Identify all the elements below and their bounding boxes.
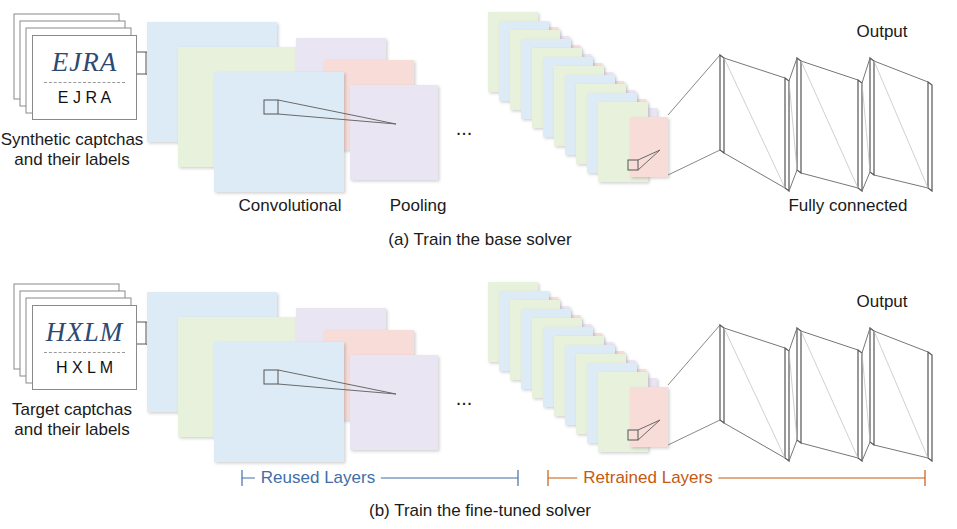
fc-connection [801, 331, 858, 458]
fc-connection [724, 153, 785, 188]
feature-map [630, 387, 668, 447]
subfigure-caption: (b) Train the fine-tuned solver [369, 501, 591, 521]
bracket-tick [547, 470, 548, 486]
captcha-label: E J R A [44, 82, 124, 107]
ellipsis: ... [456, 386, 473, 410]
layer-name: Convolutional [238, 196, 341, 216]
fc-connection [724, 423, 785, 458]
fc-connection [724, 58, 785, 78]
projection-line [278, 384, 396, 394]
projection-line [638, 420, 660, 430]
fc-layer [720, 55, 724, 153]
fc-connection [862, 328, 870, 353]
pool-map [350, 85, 438, 180]
input-caption: Target captchas and their labels [0, 400, 147, 441]
projection-line [278, 114, 396, 124]
bracket-label: Reused Layers [255, 468, 381, 488]
output-label: Output [856, 292, 907, 312]
fc-layer [797, 328, 801, 443]
fc-connection [801, 61, 858, 80]
projection-line [668, 325, 720, 385]
fc-layer [785, 78, 789, 191]
projection-line [668, 150, 720, 175]
kernel-square [264, 100, 278, 114]
fc-connection [789, 351, 797, 440]
kernel-square [628, 160, 638, 170]
fc-connection [801, 443, 858, 458]
fc-layer [858, 80, 862, 191]
fc-connection [874, 61, 928, 82]
fc-connection [724, 328, 785, 458]
projection-line [638, 150, 660, 170]
feature-map [630, 117, 668, 177]
kernel-square [264, 370, 278, 384]
fc-connection [724, 58, 785, 188]
fc-connection [862, 83, 870, 172]
fc-connection [789, 170, 797, 191]
captcha-image-text: EJRA [52, 47, 117, 82]
fc-connection [874, 445, 928, 458]
network-row [14, 12, 932, 192]
ellipsis: ... [456, 116, 473, 140]
kernel-square [628, 430, 638, 440]
captcha-card: EJRAE J R A [32, 35, 137, 120]
fc-connection [789, 328, 797, 351]
projection-line [278, 100, 396, 124]
bracket-tick [241, 470, 242, 486]
bracket-label: Retrained Layers [577, 468, 718, 488]
fc-connection [862, 353, 870, 442]
fc-connection [789, 58, 797, 81]
pool-map [350, 355, 438, 450]
captcha-card: HXLMH X L M [32, 305, 137, 390]
fc-layer [928, 82, 932, 191]
fc-layer [870, 58, 874, 175]
fc-layer [870, 328, 874, 445]
fc-layer [797, 58, 801, 173]
fc-connection [801, 173, 858, 188]
captcha-label: H X L M [44, 352, 124, 377]
input-caption: Synthetic captchas and their labels [0, 130, 147, 171]
fc-connection [789, 81, 797, 170]
layer-name: Fully connected [788, 196, 907, 216]
bracket-tick [517, 470, 518, 486]
fc-connection [862, 172, 870, 191]
network-row [14, 282, 932, 462]
bracket-tick [924, 470, 925, 486]
conv-map [214, 342, 344, 462]
fc-connection [874, 175, 928, 188]
projection-line [668, 420, 720, 445]
fc-layer [928, 352, 932, 461]
fc-connection [724, 328, 785, 348]
fc-connection [789, 440, 797, 461]
layer-name: Pooling [390, 196, 447, 216]
projection-line [638, 420, 660, 440]
fc-connection [801, 331, 858, 350]
fc-connection [874, 331, 928, 352]
fc-connection [862, 58, 870, 83]
output-label: Output [856, 22, 907, 42]
fc-connection [801, 61, 858, 188]
fc-layer [785, 348, 789, 461]
fc-connection [862, 442, 870, 461]
captcha-image-text: HXLM [46, 317, 124, 352]
subfigure-caption: (a) Train the base solver [388, 230, 571, 250]
conv-map [214, 72, 344, 192]
projection-line [638, 150, 660, 160]
fc-connection [874, 331, 928, 458]
projection-line [668, 55, 720, 115]
fc-layer [720, 325, 724, 423]
projection-line [278, 370, 396, 394]
fc-connection [874, 61, 928, 188]
fc-layer [858, 350, 862, 461]
